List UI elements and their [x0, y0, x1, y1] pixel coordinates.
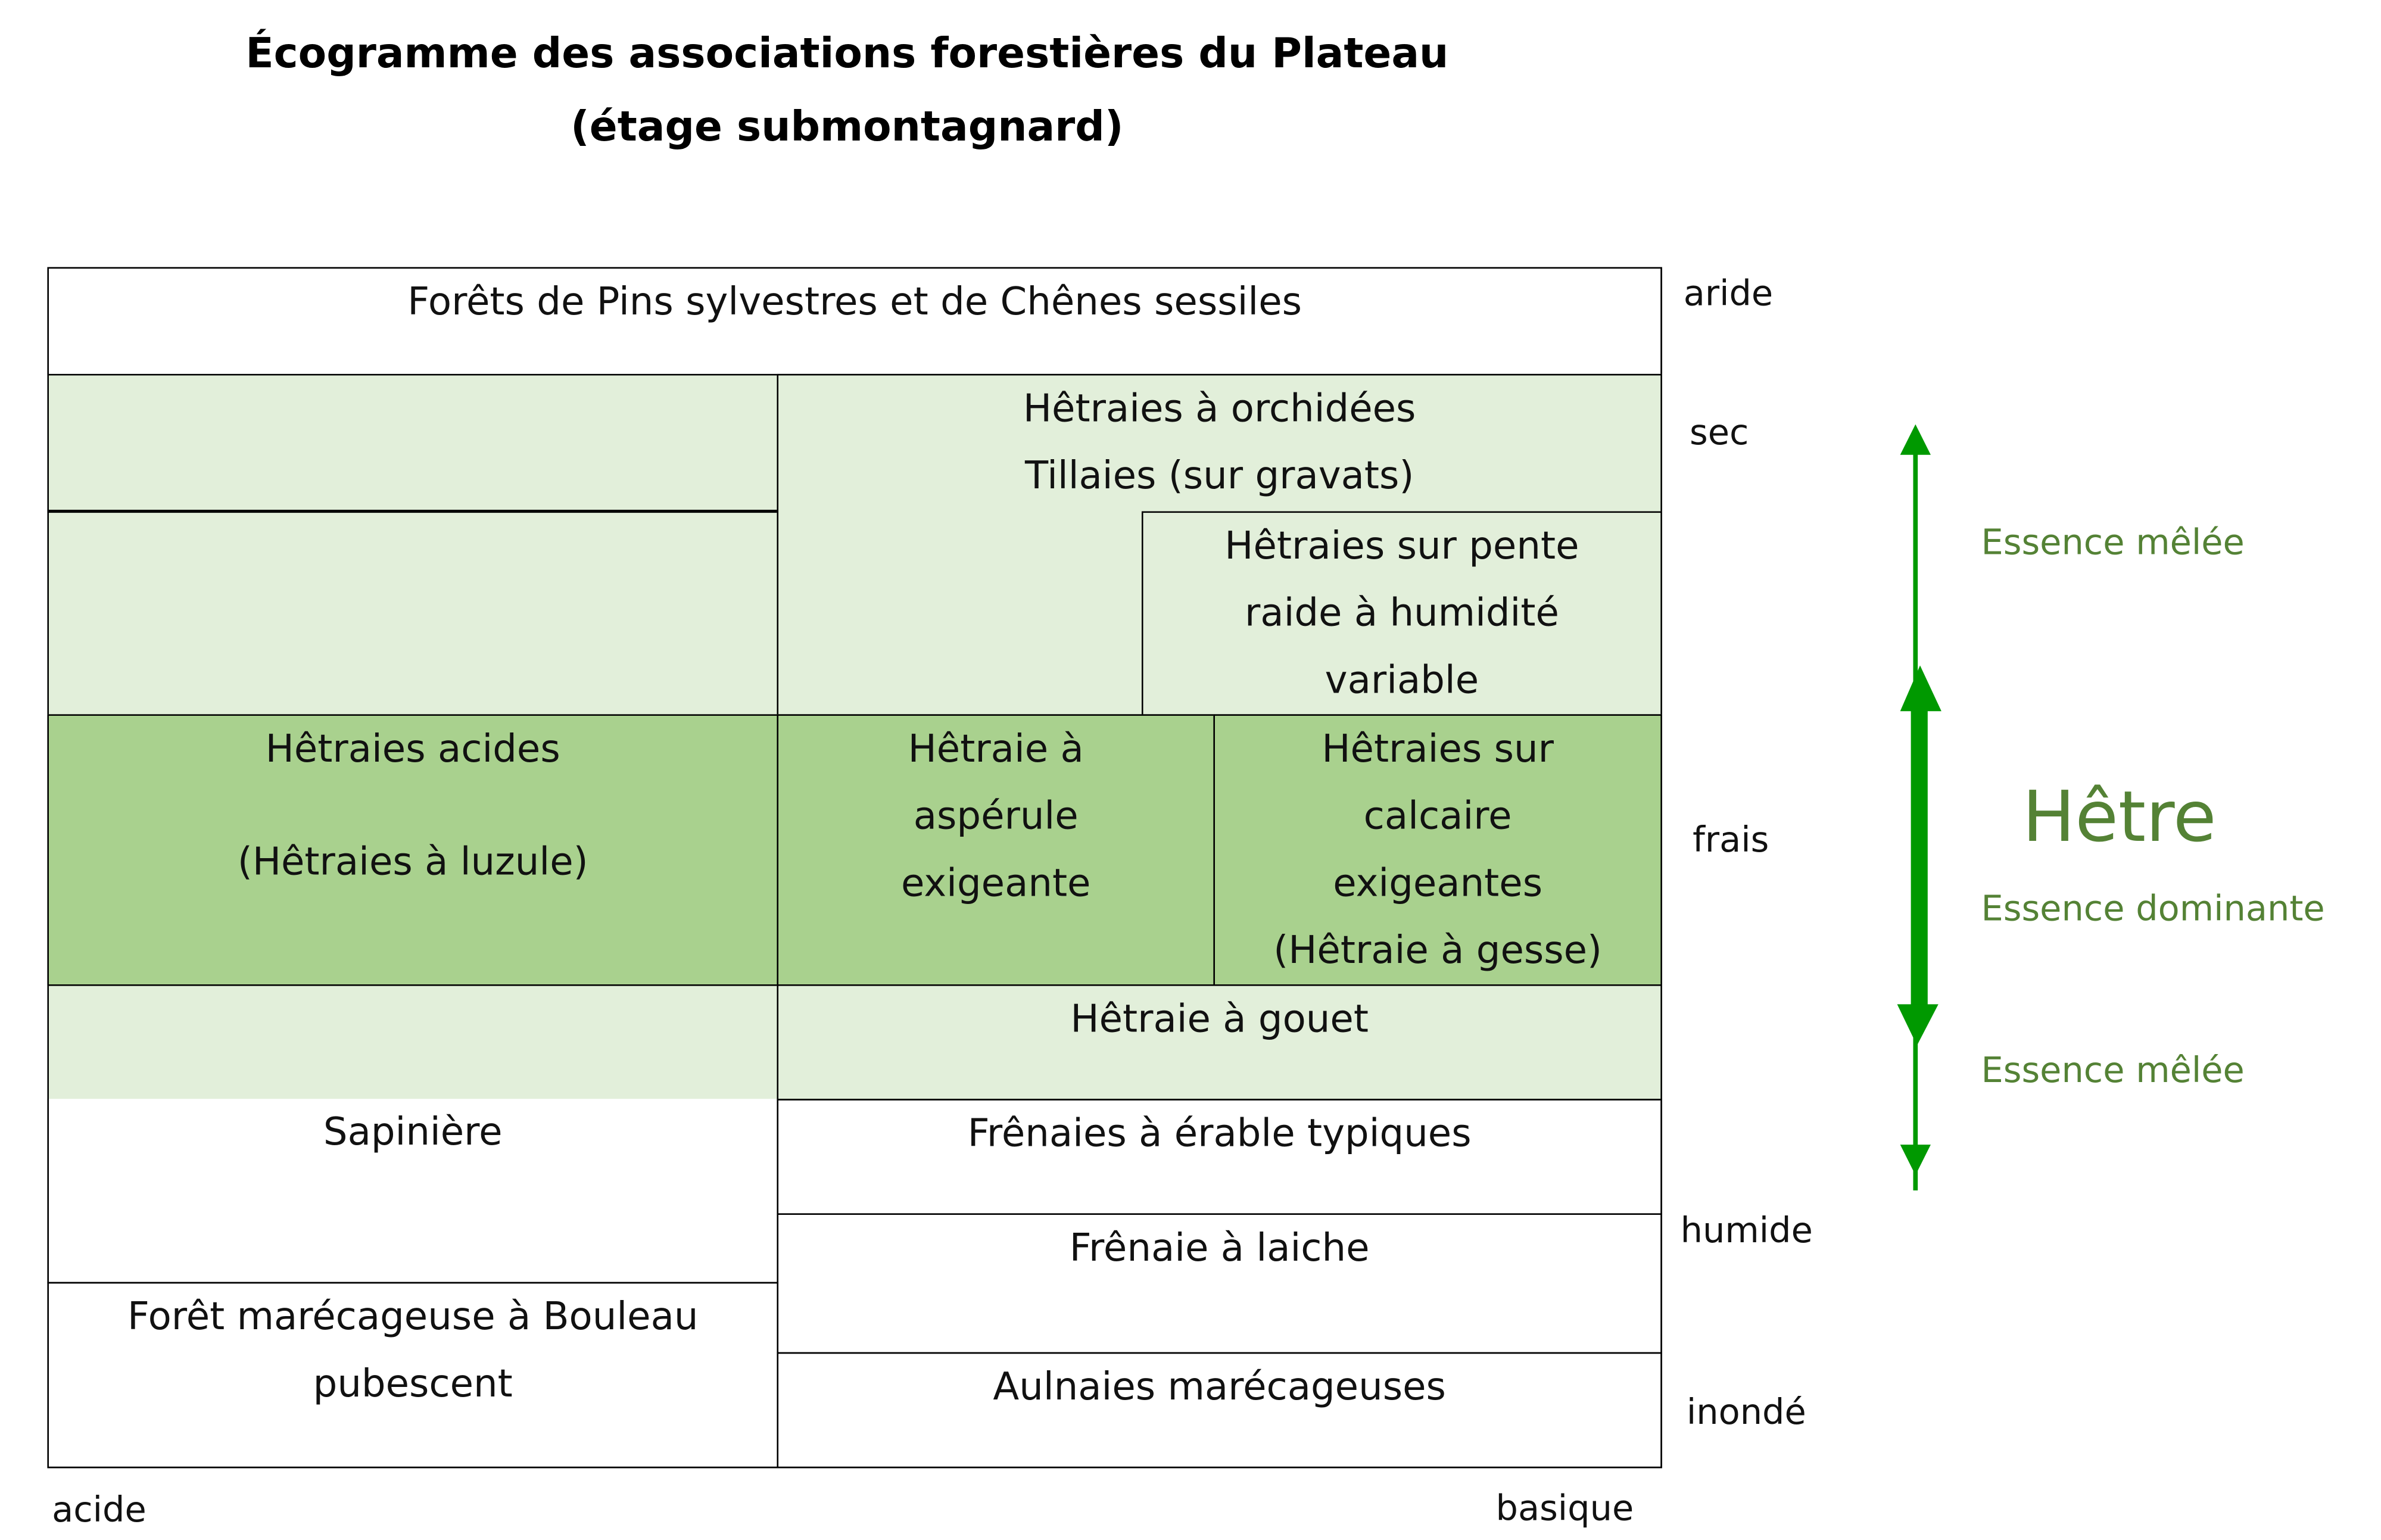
axis-label-aride: aride [1683, 275, 1774, 314]
title-line-2: (étage submontagnard) [571, 104, 1124, 151]
axis-label-sec: sec [1690, 413, 1749, 454]
axis-label-basique: basique [1495, 1489, 1634, 1529]
cell-erable: Frênaies à érable typiques [777, 1099, 1662, 1215]
axis-label-inonde: inondé [1686, 1393, 1806, 1433]
left-light-zone-upper [47, 373, 777, 715]
cell-label: aspérule [913, 793, 1079, 838]
cell-calcaire: Hêtraies sur calcaire exigeantes (Hêtrai… [1213, 714, 1662, 986]
cell-label: Hêtraie à gouet [1070, 996, 1369, 1041]
axis-label-humide: humide [1680, 1211, 1813, 1252]
diagram-title: Écogramme des associations forestières d… [0, 18, 1694, 165]
cell-label: calcaire [1363, 793, 1512, 838]
cell-label: exigeante [900, 861, 1091, 905]
cell-pins: Forêts de Pins sylvestres et de Chênes s… [47, 267, 1662, 376]
cell-bouleau: Forêt marécageuse à Bouleau pubescent [47, 1282, 779, 1469]
cell-label: Aulnaies marécageuses [993, 1364, 1446, 1409]
cell-acides: Hêtraies acides (Hêtraies à luzule) [47, 714, 779, 986]
cell-label: Hêtraies sur [1322, 726, 1554, 771]
legend-mixed-bottom: Essence mêlée [1981, 1051, 2245, 1092]
cell-laiche: Frênaie à laiche [777, 1213, 1662, 1354]
cell-pente: Hêtraies sur pente raide à humidité vari… [1141, 511, 1662, 716]
left-light-zone-lower [47, 984, 777, 1099]
cell-label: Tillaies (sur gravats) [1024, 453, 1414, 498]
axis-label-frais: frais [1693, 821, 1769, 861]
cell-label: Sapinière [323, 1109, 503, 1154]
cell-aulnaies: Aulnaies marécageuses [777, 1352, 1662, 1469]
cell-label: Frênaie à laiche [1069, 1225, 1370, 1270]
cell-label: Frênaies à érable typiques [967, 1111, 1472, 1156]
title-line-1: Écogramme des associations forestières d… [245, 30, 1449, 78]
beech-range-arrow-icon [1897, 424, 1941, 1190]
cell-label: Hêtraies sur pente [1224, 523, 1579, 568]
cell-label: Hêtraies acides [265, 726, 560, 771]
cell-label: pubescent [313, 1361, 513, 1406]
cell-asperule: Hêtraie à aspérule exigeante [777, 714, 1215, 986]
cell-label: (Hêtraie à gesse) [1273, 928, 1603, 972]
cell-label: Forêts de Pins sylvestres et de Chênes s… [407, 279, 1302, 324]
cell-label: variable [1324, 657, 1479, 702]
cell-label: (Hêtraies à luzule) [237, 839, 588, 884]
cell-label: exigeantes [1333, 861, 1543, 905]
axis-label-acide: acide [52, 1491, 147, 1531]
legend-dominant: Essence dominante [1981, 890, 2325, 930]
cell-label: Hêtraie à [908, 726, 1084, 771]
cell-label: Forêt marécageuse à Bouleau [127, 1294, 699, 1339]
cell-label: Hêtraies à orchidées [1023, 386, 1416, 431]
legend-mixed-top: Essence mêlée [1981, 523, 2245, 563]
cell-sapiniere: Sapinière [47, 1099, 779, 1284]
cell-label: raide à humidité [1244, 590, 1559, 635]
cell-gouet: Hêtraie à gouet [777, 984, 1662, 1101]
legend-species: Hêtre [2022, 775, 2217, 858]
divider-line [47, 509, 777, 512]
